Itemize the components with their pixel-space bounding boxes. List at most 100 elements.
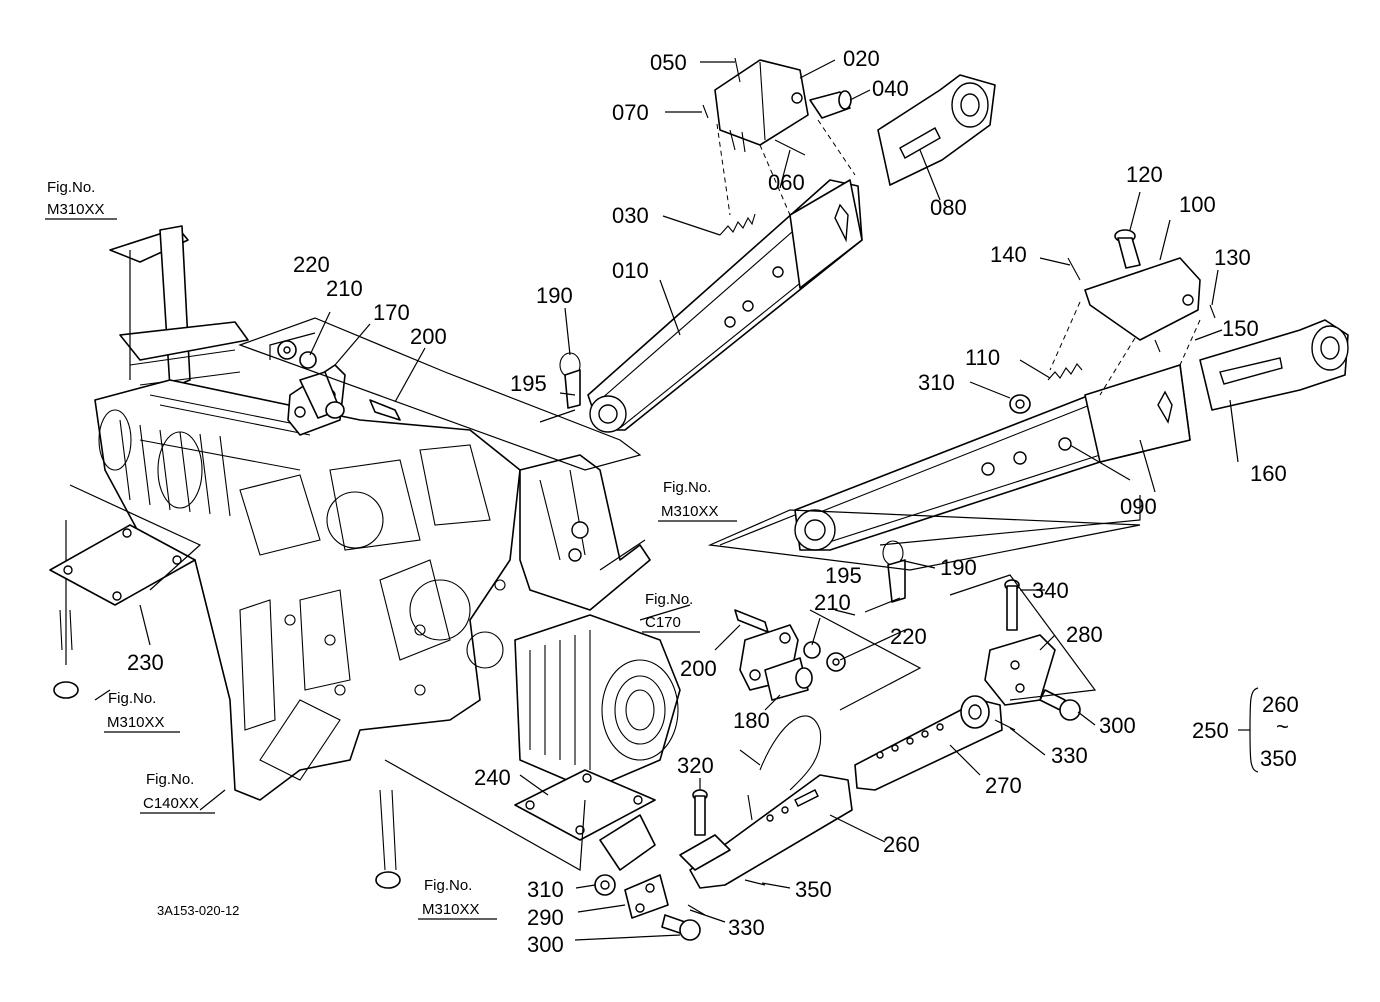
figure-ref-code: M310XX (422, 901, 480, 918)
chain-hook (739, 749, 761, 821)
assembly-group-from: 260 (1262, 692, 1299, 717)
bolt-300-lower (661, 914, 701, 941)
plate-230 (49, 524, 196, 699)
figure-ref-title: Fig.No. (424, 877, 472, 894)
stud-200-lower (734, 609, 769, 633)
figure-ref-bottom: Fig.No. M310XX (418, 877, 497, 920)
part-label-150: 150 (1222, 316, 1259, 341)
bolt-060 (774, 139, 806, 156)
stabilizer-260 (679, 774, 853, 889)
part-label-110: 110 (965, 345, 1000, 370)
part-label-010: 010 (612, 258, 649, 283)
assembly-group-tilde: ~ (1276, 714, 1289, 739)
part-label-190-lower: 190 (940, 555, 977, 580)
part-label-160: 160 (1250, 461, 1287, 486)
figure-ref-center: Fig.No. M310XX (658, 479, 737, 522)
figure-ref-c170: Fig.No. C170 (642, 591, 700, 633)
part-label-230: 230 (127, 650, 164, 675)
lower-link-right (794, 364, 1191, 551)
part-label-195-upper: 195 (510, 371, 547, 396)
part-label-200-lower: 200 (680, 656, 717, 681)
figure-ref-c140: Fig.No. C140XX (140, 771, 215, 814)
part-label-340: 340 (1032, 578, 1069, 603)
part-label-270: 270 (985, 773, 1022, 798)
pin-330-lower (687, 904, 706, 916)
figure-ref-code: C170 (645, 614, 681, 631)
part-label-280: 280 (1066, 622, 1103, 647)
figure-ref-code: C140XX (143, 795, 199, 812)
part-label-330-lower: 330 (728, 915, 765, 940)
figure-ref-code: M310XX (661, 503, 719, 520)
tractor-housing-drawing (94, 225, 681, 801)
assembly-group-to: 350 (1260, 746, 1297, 771)
bolt-300-right (1039, 689, 1081, 721)
part-label-320: 320 (677, 753, 714, 778)
part-labels: 050 020 040 070 060 080 030 010 120 100 … (127, 46, 1287, 957)
assembly-group-250: 250 260 ~ 350 (1192, 687, 1299, 773)
spring-030 (719, 213, 756, 236)
bracket-180 (739, 624, 813, 701)
figure-ref-code: M310XX (47, 201, 105, 218)
part-label-220-lower: 220 (890, 624, 927, 649)
part-label-200-upper: 200 (410, 324, 447, 349)
part-label-100: 100 (1179, 192, 1216, 217)
part-label-310-upper: 310 (918, 370, 955, 395)
pin-140 (1067, 257, 1081, 281)
washer-210-lower (803, 641, 821, 659)
housing-leaders (65, 250, 691, 811)
part-label-260: 260 (883, 832, 920, 857)
part-label-170: 170 (373, 300, 410, 325)
part-label-300-right: 300 (1099, 713, 1136, 738)
stud-bolt-lower (375, 789, 401, 889)
diagram-code: 3A153-020-12 (157, 903, 239, 918)
figure-ref-title: Fig.No. (47, 179, 95, 196)
lynch-pin-190-lower (882, 540, 906, 603)
ball-end-160 (1199, 319, 1349, 411)
part-label-080: 080 (930, 195, 967, 220)
pin-330-right (994, 719, 1016, 731)
figure-ref-code: M310XX (107, 714, 165, 731)
assembly-group-id: 250 (1192, 718, 1229, 743)
washer-210-upper (299, 351, 317, 369)
pin-040 (809, 90, 852, 119)
pin-350 (744, 879, 766, 886)
part-label-300-lower: 300 (527, 932, 564, 957)
part-label-330-right: 330 (1051, 743, 1088, 768)
nut-220-upper (277, 340, 297, 360)
figure-ref-title: Fig.No. (146, 771, 194, 788)
pin-340 (1004, 579, 1020, 631)
pin-320 (692, 789, 708, 836)
part-label-350: 350 (795, 877, 832, 902)
part-label-060: 060 (768, 170, 805, 195)
ball-end-080 (877, 74, 996, 186)
clevis-290 (624, 874, 669, 919)
part-label-290: 290 (527, 905, 564, 930)
catch-block-020 (702, 57, 809, 153)
spring-110 (1047, 363, 1083, 381)
chain (759, 715, 822, 791)
part-label-020: 020 (843, 46, 880, 71)
part-label-195-lower: 195 (825, 563, 862, 588)
nut-310-upper (1009, 394, 1031, 414)
lynch-pin-190-upper (559, 352, 581, 409)
part-label-130: 130 (1214, 245, 1251, 270)
part-label-180: 180 (733, 708, 770, 733)
part-label-070: 070 (612, 100, 649, 125)
figure-ref-left-low: Fig.No. M310XX (104, 690, 180, 733)
nut-310-lower (594, 874, 616, 896)
part-label-210-upper: 210 (326, 276, 363, 301)
part-label-220-upper: 220 (293, 252, 330, 277)
pin-120 (1114, 229, 1141, 269)
figure-ref-title: Fig.No. (645, 591, 693, 608)
part-label-040: 040 (872, 76, 909, 101)
pin-130 (1209, 304, 1216, 319)
part-label-120: 120 (1126, 162, 1163, 187)
part-label-050: 050 (650, 50, 687, 75)
pin-150 (1154, 339, 1161, 353)
part-label-310-lower: 310 (527, 877, 564, 902)
part-label-090: 090 (1120, 494, 1157, 519)
catch-block-100 (1084, 257, 1201, 341)
plate-240 (514, 769, 656, 871)
part-label-240: 240 (474, 765, 511, 790)
